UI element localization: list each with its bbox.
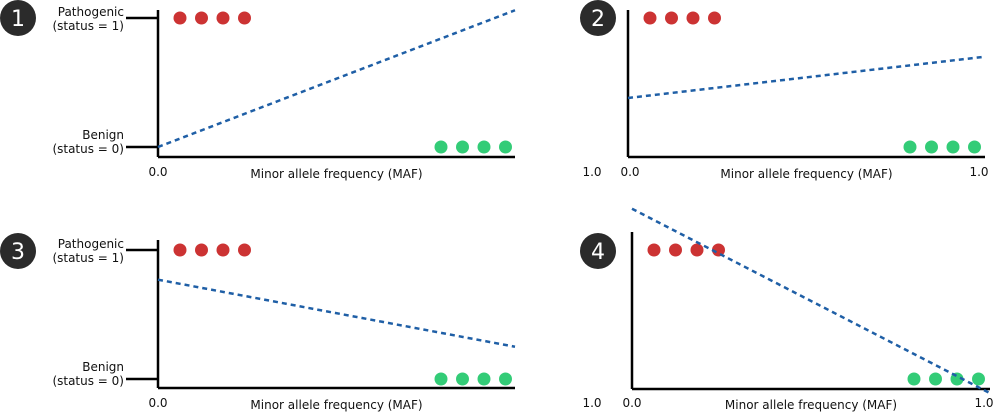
pathogenic-point xyxy=(712,243,725,257)
fit-line xyxy=(157,9,516,149)
x-axis-title: Minor allele frequency (MAF) xyxy=(250,398,422,412)
x-end-label: 1.0 xyxy=(974,396,993,410)
pathogenic-point xyxy=(195,11,208,25)
fit-line xyxy=(627,55,986,100)
benign-point xyxy=(499,372,512,386)
benign-point xyxy=(929,372,942,386)
panel-4: 4 0.0 1.0 Minor allele frequency (MAF) xyxy=(580,207,994,412)
pathogenic-point xyxy=(686,11,700,25)
pathogenic-point xyxy=(669,243,682,257)
panel-2: 2 0.0 1.0 Minor allele frequency (MAF) xyxy=(580,0,989,181)
fit-line xyxy=(157,278,516,348)
y-label-pathogenic-status: (status = 1) xyxy=(52,19,124,33)
y-label-benign-status: (status = 0) xyxy=(52,374,124,388)
x-axis-title: Minor allele frequency (MAF) xyxy=(725,398,897,412)
x-axis-title: Minor allele frequency (MAF) xyxy=(250,167,422,181)
benign-point xyxy=(907,372,921,386)
y-label-benign-status: (status = 0) xyxy=(52,142,124,156)
benign-point xyxy=(972,372,985,386)
x-start-label: 0.0 xyxy=(622,396,641,410)
panel-number-badge xyxy=(580,0,616,36)
benign-point xyxy=(499,140,512,154)
x-end-label-previous: 1.0 xyxy=(582,165,601,179)
benign-point xyxy=(477,140,491,154)
panel-1: 1 Pathogenic(status = 1) Benign(status = 0… xyxy=(0,0,516,181)
x-start-label: 0.0 xyxy=(148,396,167,410)
pathogenic-point xyxy=(173,11,187,25)
pathogenic-point xyxy=(690,243,704,257)
benign-point xyxy=(968,140,981,154)
panel-number: 3 xyxy=(11,240,25,265)
y-label-benign: Benign xyxy=(82,128,124,142)
pathogenic-point xyxy=(216,11,230,25)
x-start-label: 0.0 xyxy=(620,165,639,179)
panel-number-badge xyxy=(580,233,616,269)
benign-point xyxy=(925,140,938,154)
panel-3: 3 Pathogenic(status = 1) Benign(status = 0… xyxy=(0,233,516,412)
pathogenic-point xyxy=(647,243,661,257)
panel-number-badge xyxy=(0,0,36,36)
pathogenic-point xyxy=(238,243,251,257)
benign-point xyxy=(946,140,960,154)
panel-number: 1 xyxy=(11,7,25,32)
benign-point xyxy=(434,372,448,386)
pathogenic-point xyxy=(643,11,657,25)
x-end-label: 1.0 xyxy=(969,165,988,179)
pathogenic-point xyxy=(665,11,678,25)
panel-number: 4 xyxy=(591,240,605,265)
x-start-label: 0.0 xyxy=(148,165,167,179)
benign-point xyxy=(434,140,448,154)
y-label-benign: Benign xyxy=(82,360,124,374)
x-axis-title: Minor allele frequency (MAF) xyxy=(720,167,892,181)
pathogenic-point xyxy=(708,11,721,25)
pathogenic-point xyxy=(216,243,230,257)
benign-point xyxy=(456,140,469,154)
y-label-pathogenic: Pathogenic xyxy=(58,5,124,19)
pathogenic-point xyxy=(173,243,187,257)
benign-point xyxy=(477,372,491,386)
benign-point xyxy=(903,140,917,154)
x-end-label-previous: 1.0 xyxy=(582,396,601,410)
panel-number: 2 xyxy=(591,7,605,32)
panel-number-badge xyxy=(0,233,36,269)
y-label-pathogenic-status: (status = 1) xyxy=(52,251,124,265)
pathogenic-point xyxy=(195,243,208,257)
benign-point xyxy=(456,372,469,386)
pathogenic-point xyxy=(238,11,251,25)
fit-line xyxy=(631,207,991,395)
y-label-pathogenic: Pathogenic xyxy=(58,237,124,251)
